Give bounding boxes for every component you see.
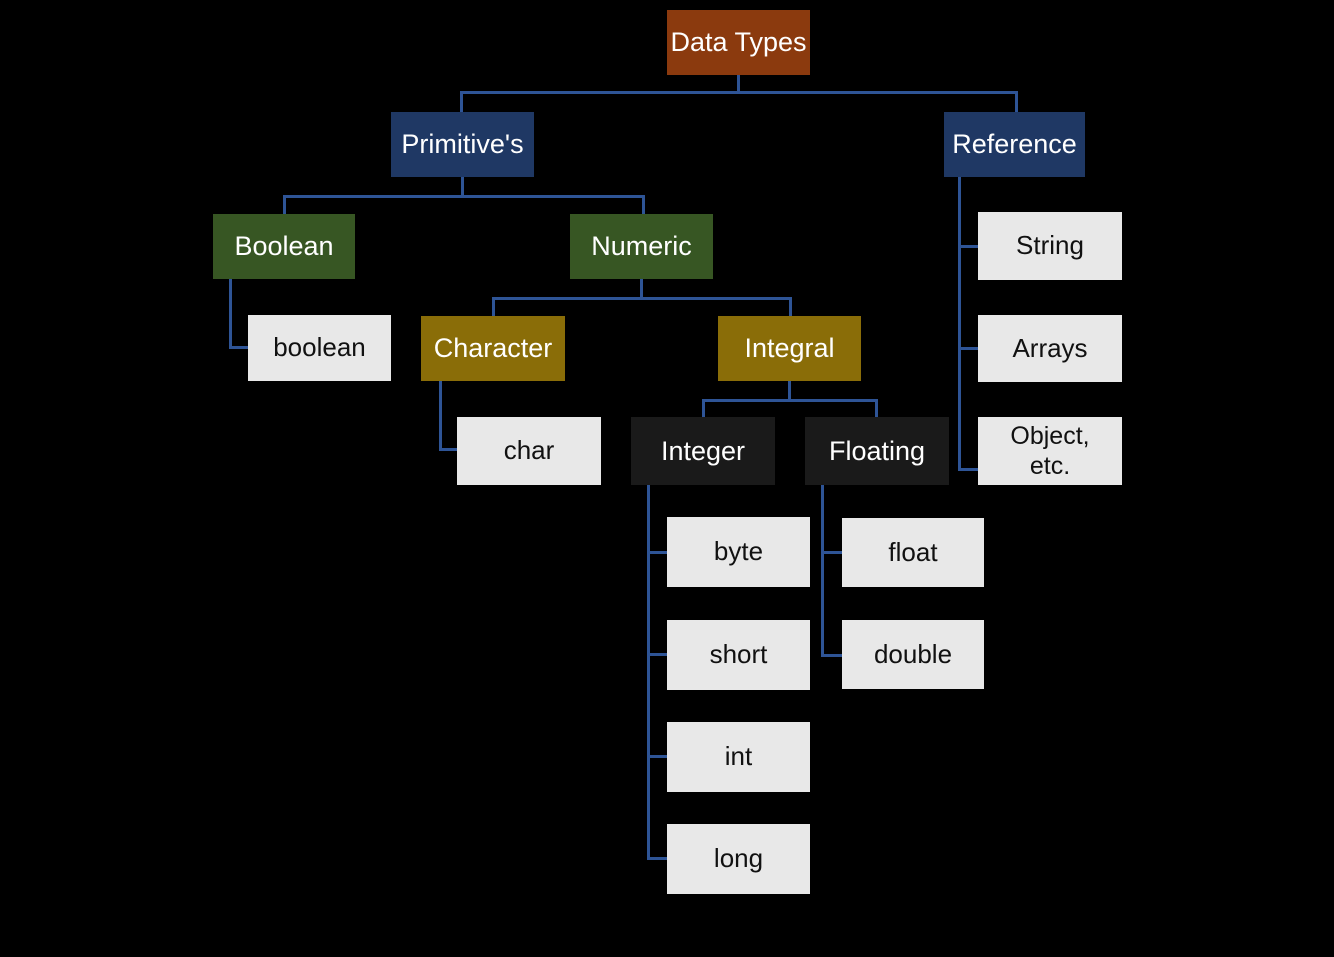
node-data-types-label: Data Types [670, 27, 807, 58]
connector-reference-to-object [958, 468, 981, 471]
connector-numeric-stem [640, 279, 643, 299]
node-boolean-category[interactable]: Boolean [213, 214, 355, 279]
connector-boolean-elbow [229, 346, 251, 349]
node-primitives-label: Primitive's [401, 129, 524, 160]
connector-integral-stem [788, 381, 791, 401]
connector-to-character [492, 297, 495, 318]
connector-to-integral [789, 297, 792, 318]
connector-integer-to-byte [647, 551, 670, 554]
node-short-label: short [709, 639, 768, 670]
connector-integer-to-int [647, 755, 670, 758]
connector-to-integer [702, 399, 705, 420]
node-object-etc[interactable]: Object, etc. [978, 417, 1122, 485]
node-byte[interactable]: byte [667, 517, 810, 587]
node-char-leaf[interactable]: char [457, 417, 601, 485]
node-integral-label: Integral [744, 333, 835, 364]
connector-numeric-bar [492, 297, 792, 300]
node-int-label: int [724, 741, 753, 772]
node-long[interactable]: long [667, 824, 810, 894]
node-float[interactable]: float [842, 518, 984, 587]
connector-primitives-stem [461, 177, 464, 197]
node-object-etc-label-line2: etc. [1029, 452, 1071, 480]
node-object-etc-label-line1: Object, [1010, 422, 1090, 450]
node-byte-label: byte [713, 536, 764, 567]
connector-to-boolean [283, 195, 286, 215]
connector-to-primitives [460, 91, 463, 113]
connector-root-bar [460, 91, 1018, 94]
node-character[interactable]: Character [421, 316, 565, 381]
node-numeric-label: Numeric [591, 231, 692, 262]
node-integer-label: Integer [660, 435, 746, 466]
node-boolean-leaf[interactable]: boolean [248, 315, 391, 381]
node-numeric[interactable]: Numeric [570, 214, 713, 279]
node-arrays[interactable]: Arrays [978, 315, 1122, 382]
node-arrays-label: Arrays [1012, 332, 1088, 363]
connector-character-elbow [439, 448, 460, 451]
connector-integral-bar [702, 399, 878, 402]
node-reference[interactable]: Reference [944, 112, 1085, 177]
node-character-label: Character [433, 333, 553, 364]
node-integer[interactable]: Integer [631, 417, 775, 485]
connector-character-stem [439, 381, 442, 451]
connector-to-numeric [642, 195, 645, 215]
node-string-label: String [1016, 230, 1084, 261]
node-primitives[interactable]: Primitive's [391, 112, 534, 177]
connector-integer-to-long [647, 857, 670, 860]
node-integral[interactable]: Integral [718, 316, 861, 381]
node-float-label: float [888, 536, 938, 567]
node-string[interactable]: String [978, 212, 1122, 280]
node-floating[interactable]: Floating [805, 417, 949, 485]
connector-integer-to-short [647, 653, 670, 656]
connector-floating-spine [821, 485, 824, 657]
connector-floating-to-double [821, 654, 845, 657]
node-char-leaf-label: char [503, 435, 555, 466]
node-double[interactable]: double [842, 620, 984, 689]
node-short[interactable]: short [667, 620, 810, 690]
connector-reference-spine [958, 177, 961, 471]
node-boolean-category-label: Boolean [234, 231, 334, 262]
node-double-label: double [873, 638, 953, 669]
node-boolean-leaf-label: boolean [273, 332, 366, 363]
connector-integer-spine [647, 485, 650, 860]
connector-to-floating [875, 399, 878, 420]
node-long-label: long [713, 843, 764, 874]
node-floating-label: Floating [828, 435, 926, 466]
connector-floating-to-float [821, 551, 845, 554]
connector-primitives-bar [283, 195, 645, 198]
connector-reference-to-string [958, 245, 981, 248]
node-int[interactable]: int [667, 722, 810, 792]
connector-boolean-stem [229, 279, 232, 349]
connector-reference-to-arrays [958, 347, 981, 350]
node-data-types[interactable]: Data Types [667, 10, 810, 75]
connector-to-reference [1015, 91, 1018, 113]
node-reference-label: Reference [952, 129, 1077, 160]
connector-root-stem [737, 75, 740, 93]
